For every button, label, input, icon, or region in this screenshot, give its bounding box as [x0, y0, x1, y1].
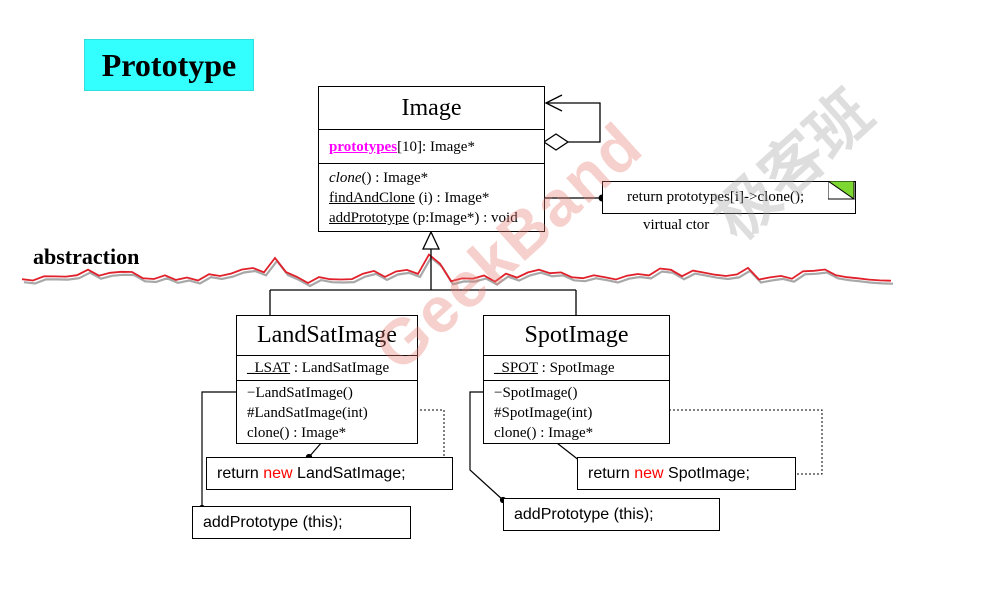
landsat-constructor: #LandSatImage(int): [247, 405, 368, 421]
add-prototype-operation: addPrototype (p:Image*) : void: [329, 210, 518, 226]
landsat-image-class-box: LandSatImage _LSAT : LandSatImage −LandS…: [236, 315, 418, 444]
landsat-class-name: LandSatImage: [237, 316, 417, 356]
find-and-clone-operation: findAndClone (i) : Image*: [329, 190, 490, 206]
image-class-operations: clone() : Image* findAndClone (i) : Imag…: [319, 164, 544, 228]
abstraction-label: abstraction: [33, 244, 140, 269]
landsat-destructor: −LandSatImage(): [247, 385, 353, 401]
clone-operation: clone() : Image*: [329, 170, 429, 186]
spot-return-note: return new SpotImage;: [577, 457, 796, 490]
spot-constructor: #SpotImage(int): [494, 405, 593, 421]
virtual-ctor-label: virtual ctor: [643, 217, 710, 233]
spot-add-prototype-note: addPrototype (this);: [503, 498, 720, 531]
note-fold-corner: [828, 181, 855, 200]
spot-dotted-link: [617, 409, 823, 475]
image-class-box: Image prototypes[10]: Image* clone() : I…: [318, 86, 545, 232]
virtual-ctor-code: return prototypes[i]->clone();: [627, 189, 805, 205]
abstraction-boundary-shadow: [23, 255, 894, 288]
spot-class-operations: −SpotImage() #SpotImage(int) clone() : I…: [484, 381, 669, 443]
virtual-ctor-note: return prototypes[i]->clone();: [602, 181, 856, 214]
landsat-add-prototype-note: addPrototype (this);: [192, 506, 411, 539]
image-class-name: Image: [319, 87, 544, 130]
spot-image-class-box: SpotImage _SPOT : SpotImage −SpotImage()…: [483, 315, 670, 444]
spot-clone: clone() : Image*: [494, 425, 594, 441]
landsat-class-attributes: _LSAT : LandSatImage: [237, 356, 417, 381]
generalization-arrow: [269, 230, 577, 315]
prototypes-attr-type: [10]: Image*: [397, 139, 475, 155]
self-association-arrow: [542, 94, 601, 151]
spot-class-name: SpotImage: [484, 316, 669, 356]
spot-destructor: −SpotImage(): [494, 385, 578, 401]
image-class-attributes: prototypes[10]: Image*: [319, 130, 544, 164]
landsat-return-note: return new LandSatImage;: [206, 457, 453, 490]
landsat-clone: clone() : Image*: [247, 425, 347, 441]
prototypes-attr-name: prototypes: [329, 139, 398, 155]
abstraction-boundary-line: [21, 253, 892, 285]
spot-class-attributes: _SPOT : SpotImage: [484, 356, 669, 381]
page-title: Prototype: [84, 39, 254, 91]
landsat-class-operations: −LandSatImage() #LandSatImage(int) clone…: [237, 381, 417, 443]
